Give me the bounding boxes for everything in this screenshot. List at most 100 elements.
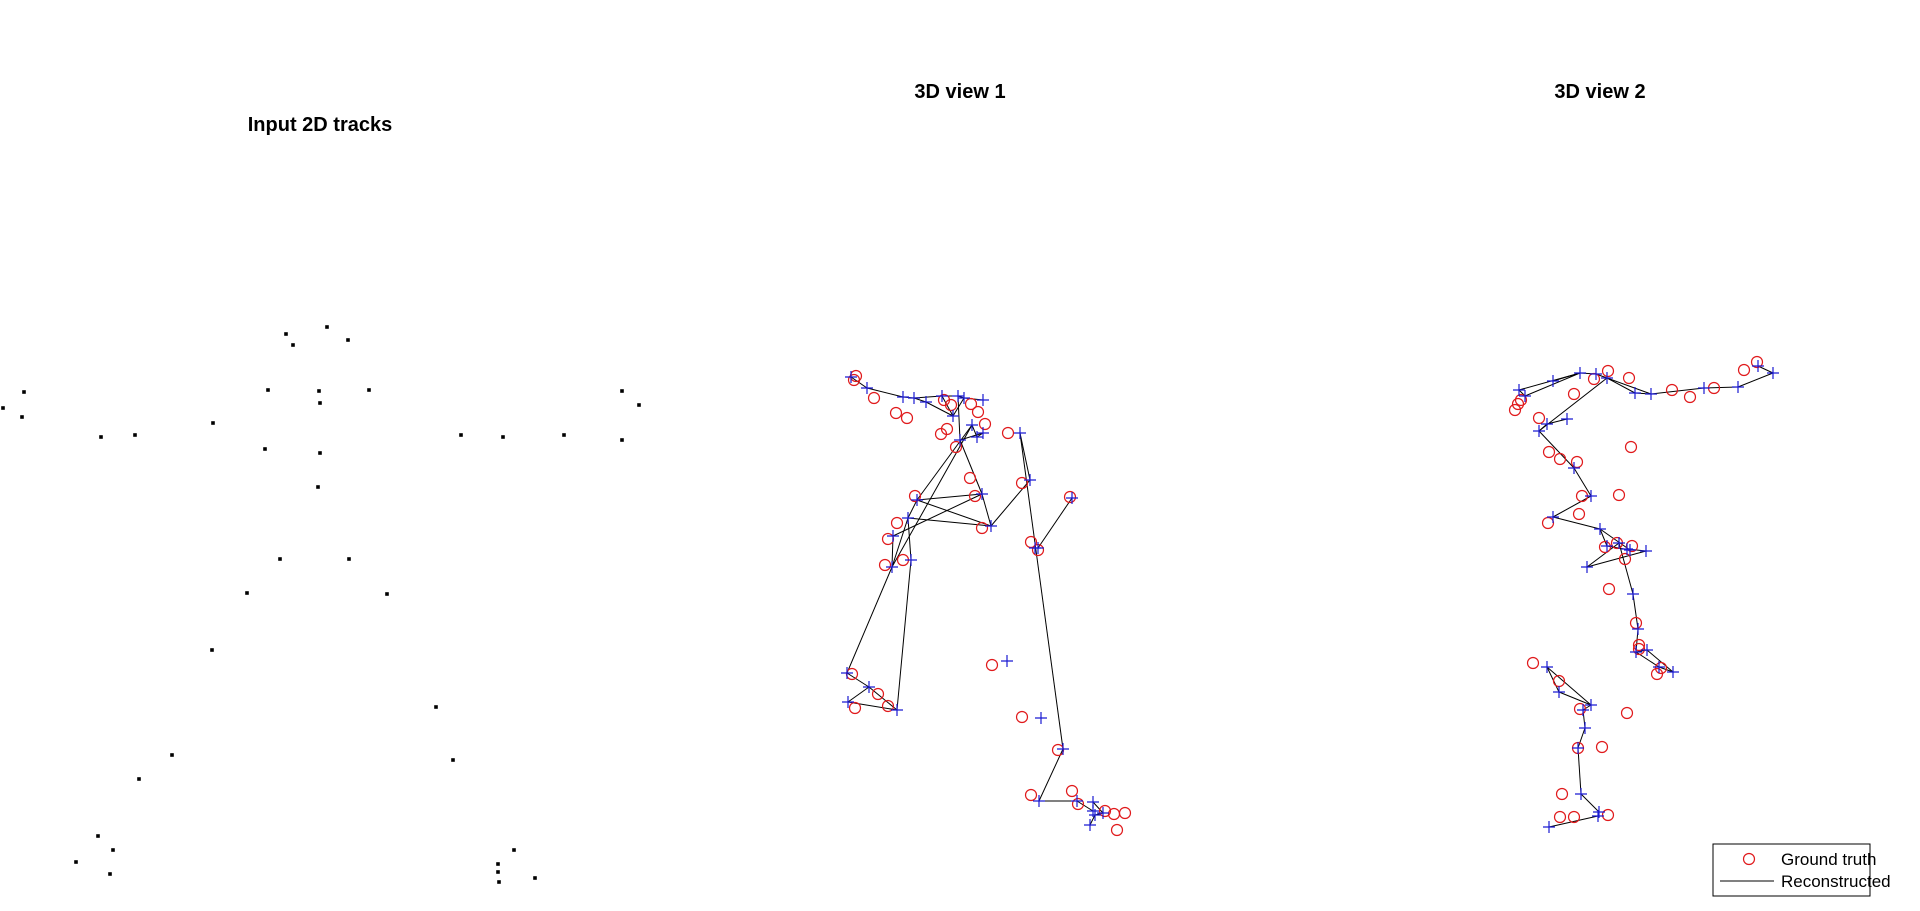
ground-truth-point <box>1601 364 1615 378</box>
reconstructed-point <box>1547 511 1559 523</box>
panel-input-2d-tracks <box>1 325 641 884</box>
ground-truth-point <box>971 405 985 419</box>
track-point <box>385 592 389 596</box>
reconstructed-point <box>902 512 914 524</box>
panel-3-title: 3D view 2 <box>1554 81 1645 103</box>
skeleton-edge <box>846 672 870 688</box>
skeleton-edge <box>891 517 909 568</box>
ground-truth-point <box>1587 372 1601 386</box>
ground-truth-point <box>1622 371 1636 385</box>
ground-truth-point <box>1665 383 1679 397</box>
reconstructed-point <box>1572 742 1584 754</box>
reconstructed-point <box>936 390 948 402</box>
ground-truth-point <box>1737 363 1751 377</box>
reconstructed-point <box>1594 523 1606 535</box>
track-point <box>22 390 26 394</box>
ground-truth-point <box>964 397 978 411</box>
ground-truth-point <box>968 489 982 503</box>
ground-truth-point <box>978 417 992 431</box>
track-point <box>496 870 500 874</box>
reconstructed-point <box>1568 462 1580 474</box>
reconstructed-point <box>1035 712 1047 724</box>
skeleton-edge <box>1538 377 1608 432</box>
track-point <box>20 415 24 419</box>
skeleton-edge <box>907 499 918 519</box>
ground-truth-point <box>1629 616 1643 630</box>
ground-truth-point <box>1071 797 1085 811</box>
reconstructed-point <box>1579 722 1591 734</box>
skeleton-edge <box>913 397 927 403</box>
reconstructed-point <box>1641 644 1653 656</box>
track-point <box>170 753 174 757</box>
reconstructed-point <box>1601 540 1613 552</box>
reconstructed-point <box>1767 367 1779 379</box>
ground-truth-point <box>975 521 989 535</box>
reconstructed-point <box>1519 390 1531 402</box>
reconstructed-point <box>977 427 989 439</box>
reconstructed-point <box>1667 666 1679 678</box>
ground-truth-point <box>1572 507 1586 521</box>
skeleton-edge <box>1019 432 1031 481</box>
reconstructed-point <box>1581 561 1593 573</box>
ground-truth-point <box>1612 488 1626 502</box>
ground-truth-point <box>1553 810 1567 824</box>
reconstructed-point <box>861 382 873 394</box>
track-point <box>284 332 288 336</box>
skeleton-edge <box>916 493 983 501</box>
skeleton-edge <box>1580 793 1600 813</box>
reconstructed-point <box>842 696 854 708</box>
reconstructed-point <box>952 390 964 402</box>
track-point <box>266 388 270 392</box>
track-point <box>111 848 115 852</box>
ground-truth-point <box>1541 516 1555 530</box>
skeleton-edge <box>1599 528 1631 551</box>
ground-truth-point <box>1601 808 1615 822</box>
track-point <box>451 758 455 762</box>
track-point <box>210 648 214 652</box>
track-point <box>1 406 5 410</box>
reconstructed-point <box>1087 796 1099 808</box>
skeleton-edge <box>1037 497 1073 549</box>
reconstructed-point <box>908 392 920 404</box>
skeleton-edge <box>957 395 961 441</box>
track-point <box>99 435 103 439</box>
skeleton-edge <box>1586 550 1647 568</box>
reconstructed-point <box>911 494 923 506</box>
skeleton-edge <box>1538 423 1548 432</box>
reconstructed-point <box>1627 588 1639 600</box>
ground-truth-point <box>1024 788 1038 802</box>
ground-truth-point <box>985 658 999 672</box>
ground-truth-point <box>1015 476 1029 490</box>
skeleton-edge <box>1577 747 1582 795</box>
skeleton-edge <box>990 479 1031 527</box>
ground-truth-point <box>1598 540 1612 554</box>
ground-truth-point <box>1624 440 1638 454</box>
reconstructed-point <box>958 392 970 404</box>
reconstructed-point <box>1561 413 1573 425</box>
legend-ground-truth-label: Ground truth <box>1781 850 1876 869</box>
skeleton-edge <box>1552 516 1601 530</box>
track-point <box>367 388 371 392</box>
reconstructed-point <box>1653 661 1665 673</box>
ground-truth-point <box>848 701 862 715</box>
reconstructed-point <box>891 704 903 716</box>
skeleton-edge <box>1599 528 1608 547</box>
track-point <box>108 872 112 876</box>
ground-truth-point <box>1573 702 1587 716</box>
ground-truth-point <box>847 373 861 387</box>
track-point <box>434 705 438 709</box>
skeleton-edge <box>1546 666 1592 706</box>
panel-3d-view-1 <box>841 369 1132 837</box>
ground-truth-point <box>881 532 895 546</box>
track-point <box>501 435 505 439</box>
track-point <box>137 777 141 781</box>
skeleton-edge <box>981 493 992 527</box>
skeleton-edge <box>1552 495 1592 518</box>
reconstructed-point <box>966 419 978 431</box>
track-point <box>347 557 351 561</box>
ground-truth-point <box>889 406 903 420</box>
reconstructed-point <box>1066 492 1078 504</box>
reconstructed-point <box>1541 418 1553 430</box>
reconstructed-point <box>1084 819 1096 831</box>
